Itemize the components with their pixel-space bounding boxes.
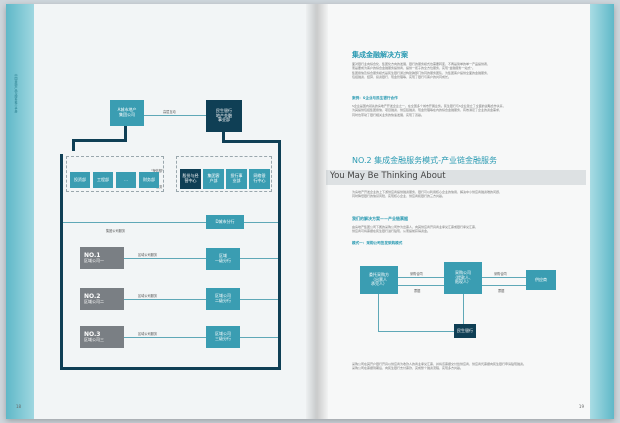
- text-line: 为其提供包括集团授信、项目融资、供应链融资、现金管理等在内的综合金融服务，有效满…: [352, 108, 503, 113]
- flow-left-box: 委托采购方 （出票人 承兑人）: [360, 266, 398, 294]
- book-gutter: [306, 4, 328, 419]
- text-line: 同时也带动了银行相关业务的快速发展，实现了双赢。: [352, 112, 425, 117]
- left-page: 中国金融产品与服务推介手册 18 A城市地产 集团公司 民生银行 地产金融 事业…: [6, 4, 316, 419]
- connector: [222, 132, 225, 142]
- case-text: S企业是国内领先的房地产开发企业之一，在全国多个城市开展业务。民生银行与S企业建…: [352, 104, 582, 117]
- region-company-name: 区域公司三: [84, 337, 104, 343]
- arrow: [482, 285, 526, 286]
- connector: [124, 258, 206, 259]
- right-page: 19 集成金融解决方案 面对银行业向综合化、集团化方向的发展，银行的服务模式也需…: [316, 4, 614, 419]
- text-line: 同时降低银行的信贷风险，实现核心企业、供应商和银行的三方共赢。: [352, 194, 446, 199]
- intro-text: 面对银行业向综合化、集团化方向的发展，银行的服务模式也需要转变，不再是简单的单一…: [352, 62, 582, 79]
- connector: [63, 222, 206, 223]
- arrow: [378, 331, 454, 332]
- bank-dept-3: 网络银 行中心: [249, 169, 270, 189]
- investor-dept-3: 财务部: [139, 172, 159, 188]
- branch-2: 区域公司 二级分行: [206, 288, 240, 310]
- city-investor-box: A城市地产 集团公司: [110, 100, 144, 126]
- case-title: 案例：S企业与民生银行合作: [352, 96, 398, 100]
- connector: [244, 222, 278, 223]
- no2-title: NO.2 集成金融服务模式-产业链金融服务: [352, 156, 498, 165]
- solution-title: 我们的解决方案——产业链票据: [352, 216, 408, 221]
- arrow: [378, 294, 379, 331]
- investor-dept-group: [66, 156, 164, 192]
- region-company-no: NO.1: [84, 252, 101, 259]
- bank-dept-group: [176, 156, 272, 192]
- connector: [124, 337, 206, 338]
- no2-text: 为房地产开发企业的上下游供应商提供融资服务，银行可以利用核心企业的信用，解决中小…: [352, 190, 582, 199]
- connector: [60, 154, 63, 370]
- left-page-number: 18: [16, 404, 22, 409]
- region-service-label: 区域公司服务: [138, 253, 158, 257]
- bank-dept-0: 股份与经 营中心: [180, 169, 201, 189]
- connector: [124, 126, 127, 140]
- arrow: [482, 277, 526, 278]
- investor-dept-0: 投资部: [70, 172, 90, 188]
- bank-dept-2: 投行事 业部: [226, 169, 247, 189]
- connector: [72, 139, 75, 151]
- arrow-label: 采购合同: [494, 272, 507, 276]
- bottom-text: 采购公司在其开户银行开具以供应商为收款人的商业承兑汇票，并将该票据交付给供应商，…: [352, 362, 582, 371]
- text-line: 包括融资、结算、投资银行、现金管理等，实现了银行与客户的共同成长。: [352, 74, 452, 79]
- left-color-band: [6, 4, 34, 419]
- arrow-label: 票据: [414, 289, 421, 293]
- group-service-label: 集团公司服务: [106, 229, 126, 233]
- text-line: 面对银行业向综合化、集团化方向的发展，银行的服务模式也需要转变，不再是简单的单一…: [352, 62, 491, 66]
- top-link-label: 高层互动: [163, 110, 176, 114]
- flow-mid-box: 采购公司 （提款人、 贴现人）: [444, 262, 482, 294]
- arrow: [398, 277, 444, 278]
- connector: [240, 337, 278, 338]
- text-line: S企业是国内领先的房地产开发企业之一，在全国多个城市开展业务。民生银行与S企业建…: [352, 104, 506, 108]
- text-line: 而是要成为客户的综合金融服务提供商，提供一揽子的全方位服务，实现“金融服务一站式…: [352, 66, 476, 71]
- arrow: [463, 294, 464, 324]
- city-branch-box: D城市分行: [206, 215, 244, 229]
- connector: [60, 367, 281, 370]
- text-line: 为房地产开发企业的上下游供应商提供融资服务，银行可以利用核心企业的信用，解决中小…: [352, 190, 503, 194]
- connector: [240, 258, 278, 259]
- region-service-label: 区域公司服务: [138, 332, 158, 336]
- flow-right-box: 供应商: [526, 270, 556, 290]
- region-company-name: 区域公司二: [84, 299, 104, 305]
- text-line: 供应商可将票据在民生银行进行贴现，从而提前获得资金。: [352, 229, 431, 234]
- text-line: 采购公司在票据到期后，向民生银行支付票款，完成整个融资流程，实现多方共赢。: [352, 366, 464, 371]
- text-line: 由房地产集团公司下属的采购公司作为出票人，向其供应商开具商业承兑汇票或银行承兑汇…: [352, 225, 479, 229]
- brochure-spread: 中国金融产品与服务推介手册 18 A城市地产 集团公司 民生银行 地产金融 事业…: [6, 4, 614, 419]
- top-link-line: [144, 115, 206, 116]
- left-side-text: 中国金融产品与服务推介手册: [14, 74, 18, 113]
- service-label: 服务: [156, 185, 163, 189]
- region-company-2: NO.2 区域公司二: [80, 288, 124, 310]
- connector: [278, 140, 281, 370]
- investor-dept-1: 工程部: [93, 172, 113, 188]
- investor-dept-2: …: [116, 172, 136, 188]
- arrow-label: 票据: [498, 289, 505, 293]
- flow-bottom-box: 民生银行: [454, 324, 476, 338]
- branch-1: 区域 一级分行: [206, 248, 240, 270]
- arrow-label: 采购合同: [410, 272, 423, 276]
- region-company-name: 区域公司一: [84, 258, 104, 264]
- english-bar: [326, 170, 586, 185]
- solution-text: 由房地产集团公司下属的采购公司作为出票人，向其供应商开具商业承兑汇票或银行承兑汇…: [352, 225, 582, 234]
- mode-title: 模式一：采购公司签发采购模式: [352, 241, 403, 245]
- text-line: 集团授信及综合服务模式是民生银行通过构建跨部门协同的服务团队，为集团客户提供全面…: [352, 70, 491, 75]
- bank-hq-box: 民生银行 地产金融 事业部: [206, 100, 242, 132]
- connector: [240, 299, 278, 300]
- branch-3: 区域公司 三级分行: [206, 326, 240, 348]
- connector: [72, 139, 127, 142]
- region-company-no: NO.2: [84, 293, 101, 300]
- region-company-no: NO.3: [84, 331, 101, 338]
- connector: [222, 140, 280, 143]
- right-color-band: [590, 4, 614, 419]
- region-service-label: 区域公司服务: [138, 294, 158, 298]
- bank-dept-1: 集团客 户部: [203, 169, 224, 189]
- section-title: 集成金融解决方案: [352, 51, 408, 59]
- text-line: 采购公司在其开户银行开具以供应商为收款人的商业承兑汇票，并将该票据交付给供应商，…: [352, 362, 527, 366]
- dashed-label: "授信额": [151, 169, 164, 173]
- region-company-3: NO.3 区域公司三: [80, 326, 124, 348]
- english-subtitle: You May Be Thinking About: [330, 171, 446, 181]
- region-company-1: NO.1 区域公司一: [80, 247, 124, 269]
- connector: [124, 299, 206, 300]
- arrow: [398, 285, 444, 286]
- right-page-number: 19: [578, 404, 584, 409]
